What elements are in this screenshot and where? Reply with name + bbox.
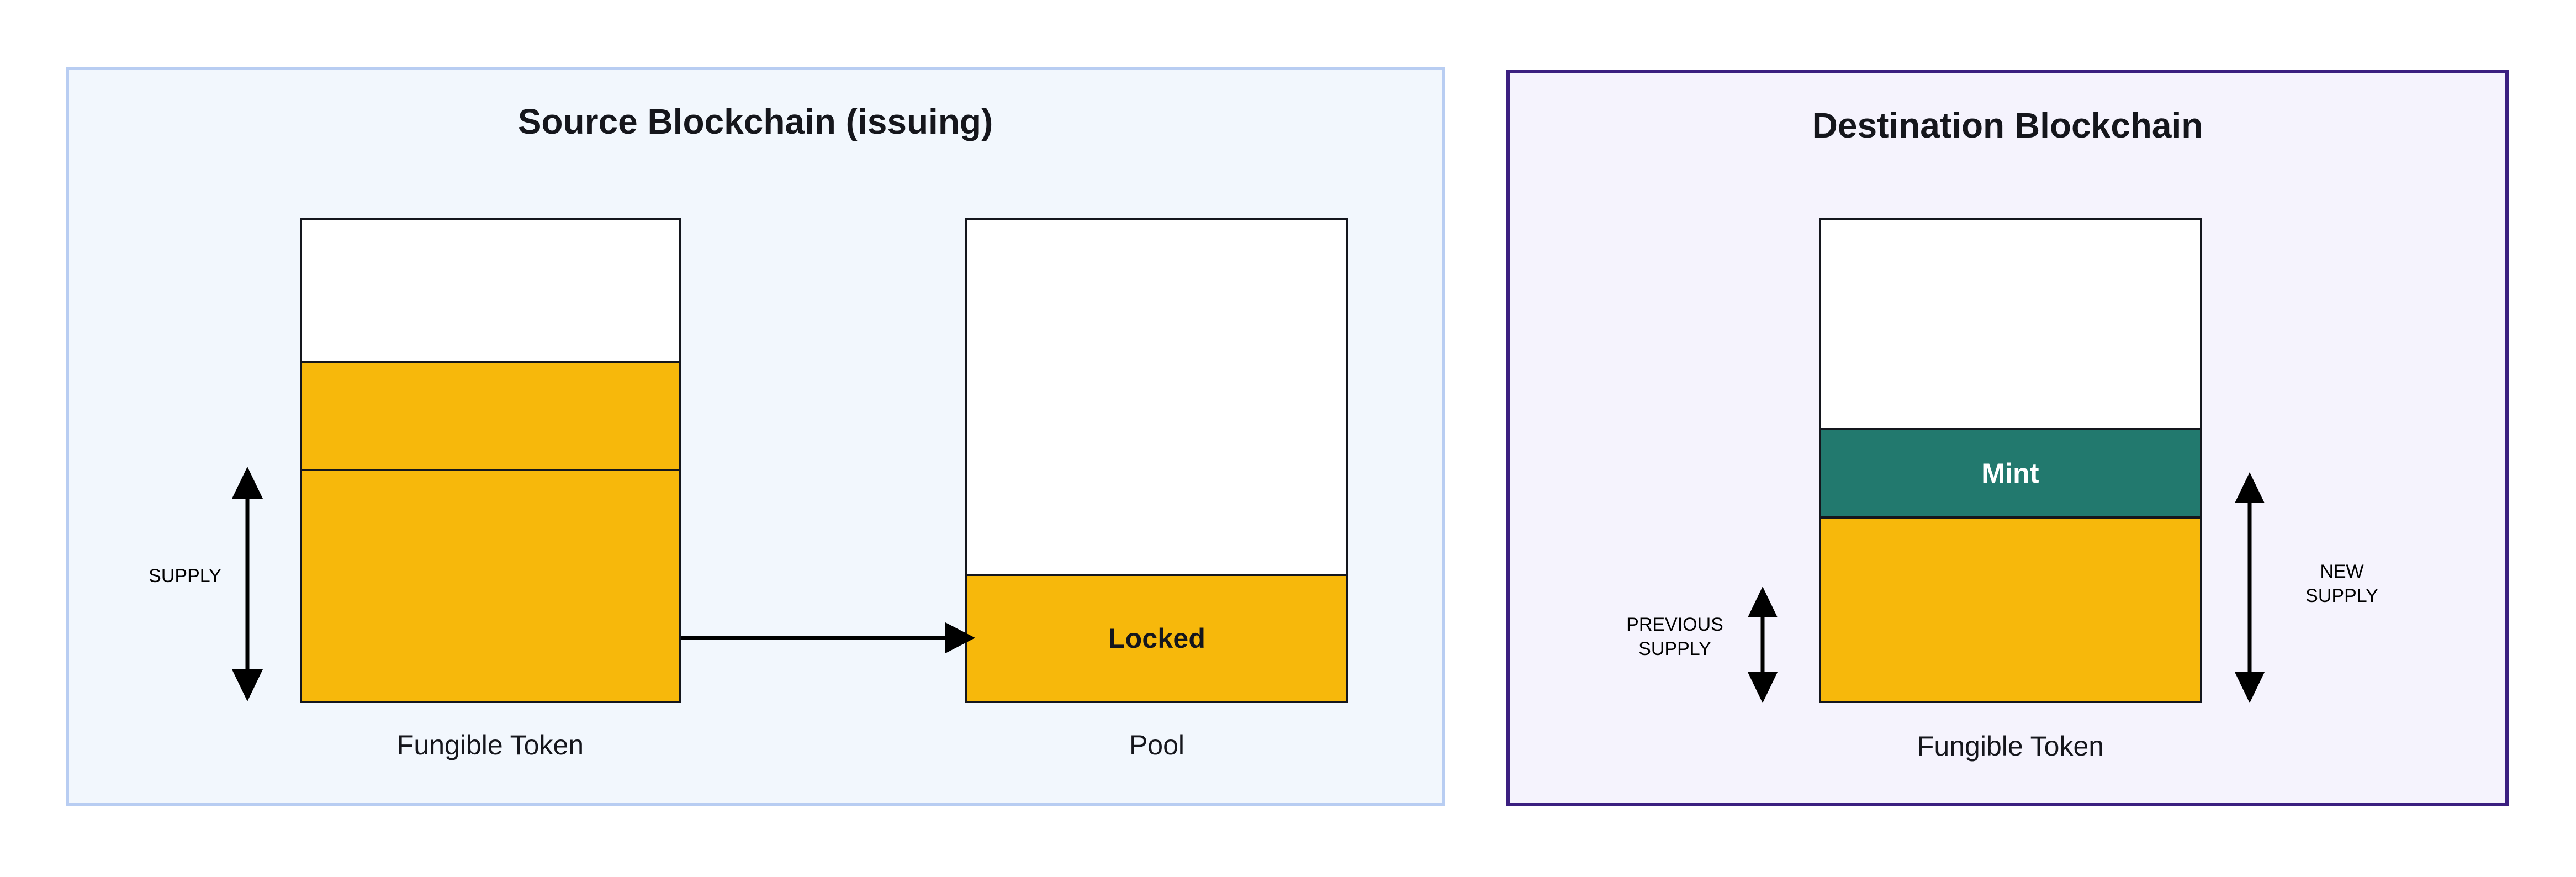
pool-locked-segment: Locked [967, 574, 1346, 701]
destination-token-mint-segment: Mint [1821, 428, 2200, 516]
new-supply-measure-label: NEW SUPPLY [2262, 560, 2422, 608]
previous-supply-label-line-2: SUPPLY [1638, 638, 1711, 659]
source-token-supply-lower-segment [302, 469, 679, 701]
previous-supply-label-line-1: PREVIOUS [1626, 614, 1723, 635]
pool-bar: Locked [965, 218, 1348, 703]
source-panel-title: Source Blockchain (issuing) [517, 102, 993, 141]
source-token-supply-upper-segment [302, 361, 679, 469]
new-supply-label-line-1: NEW [2320, 561, 2364, 582]
pool-unused-segment [967, 220, 1346, 574]
new-supply-label-line-2: SUPPLY [2305, 585, 2378, 606]
pool-caption: Pool [1129, 730, 1185, 760]
source-fungible-token-caption: Fungible Token [396, 730, 584, 760]
destination-fungible-token-bar: Mint [1819, 218, 2202, 703]
destination-panel-title: Destination Blockchain [1812, 105, 2203, 145]
destination-token-unused-segment [1821, 220, 2200, 428]
previous-supply-measure-label: PREVIOUS SUPPLY [1589, 613, 1760, 661]
destination-fungible-token-caption: Fungible Token [1917, 731, 2104, 762]
source-token-unused-segment [302, 220, 679, 361]
destination-token-previous-supply-segment [1821, 516, 2200, 701]
source-fungible-token-bar [300, 218, 681, 703]
supply-measure-label: SUPPLY [149, 566, 221, 587]
